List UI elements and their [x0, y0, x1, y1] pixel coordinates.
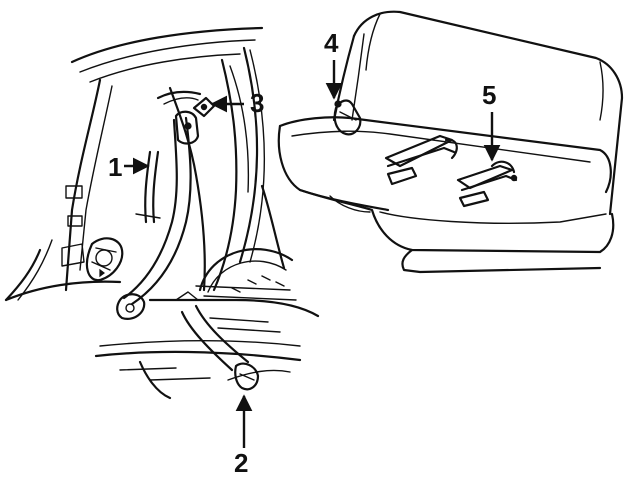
callout-label-3: 3: [250, 88, 264, 118]
vehicle-interior-body: [4, 26, 320, 400]
callout-4: 4: [324, 28, 343, 100]
callout-label-1: 1: [108, 152, 122, 182]
retractor-assembly: [85, 237, 124, 282]
callout-label-5: 5: [482, 80, 496, 110]
center-buckle: [333, 99, 362, 136]
lower-belt-buckle: [116, 291, 260, 391]
callout-label-4: 4: [324, 28, 339, 58]
center-lap-belt: [384, 134, 458, 186]
shoulder-belt: [122, 110, 200, 306]
callout-label-2: 2: [234, 448, 248, 478]
rear-seat: [277, 10, 624, 274]
seat-belt-buckle-assembly: [456, 160, 518, 208]
callout-3: 3: [210, 88, 264, 118]
upper-anchor-cover: [192, 96, 216, 118]
callout-5: 5: [482, 80, 501, 162]
callout-1: 1: [108, 152, 150, 182]
callout-2: 2: [234, 394, 253, 478]
